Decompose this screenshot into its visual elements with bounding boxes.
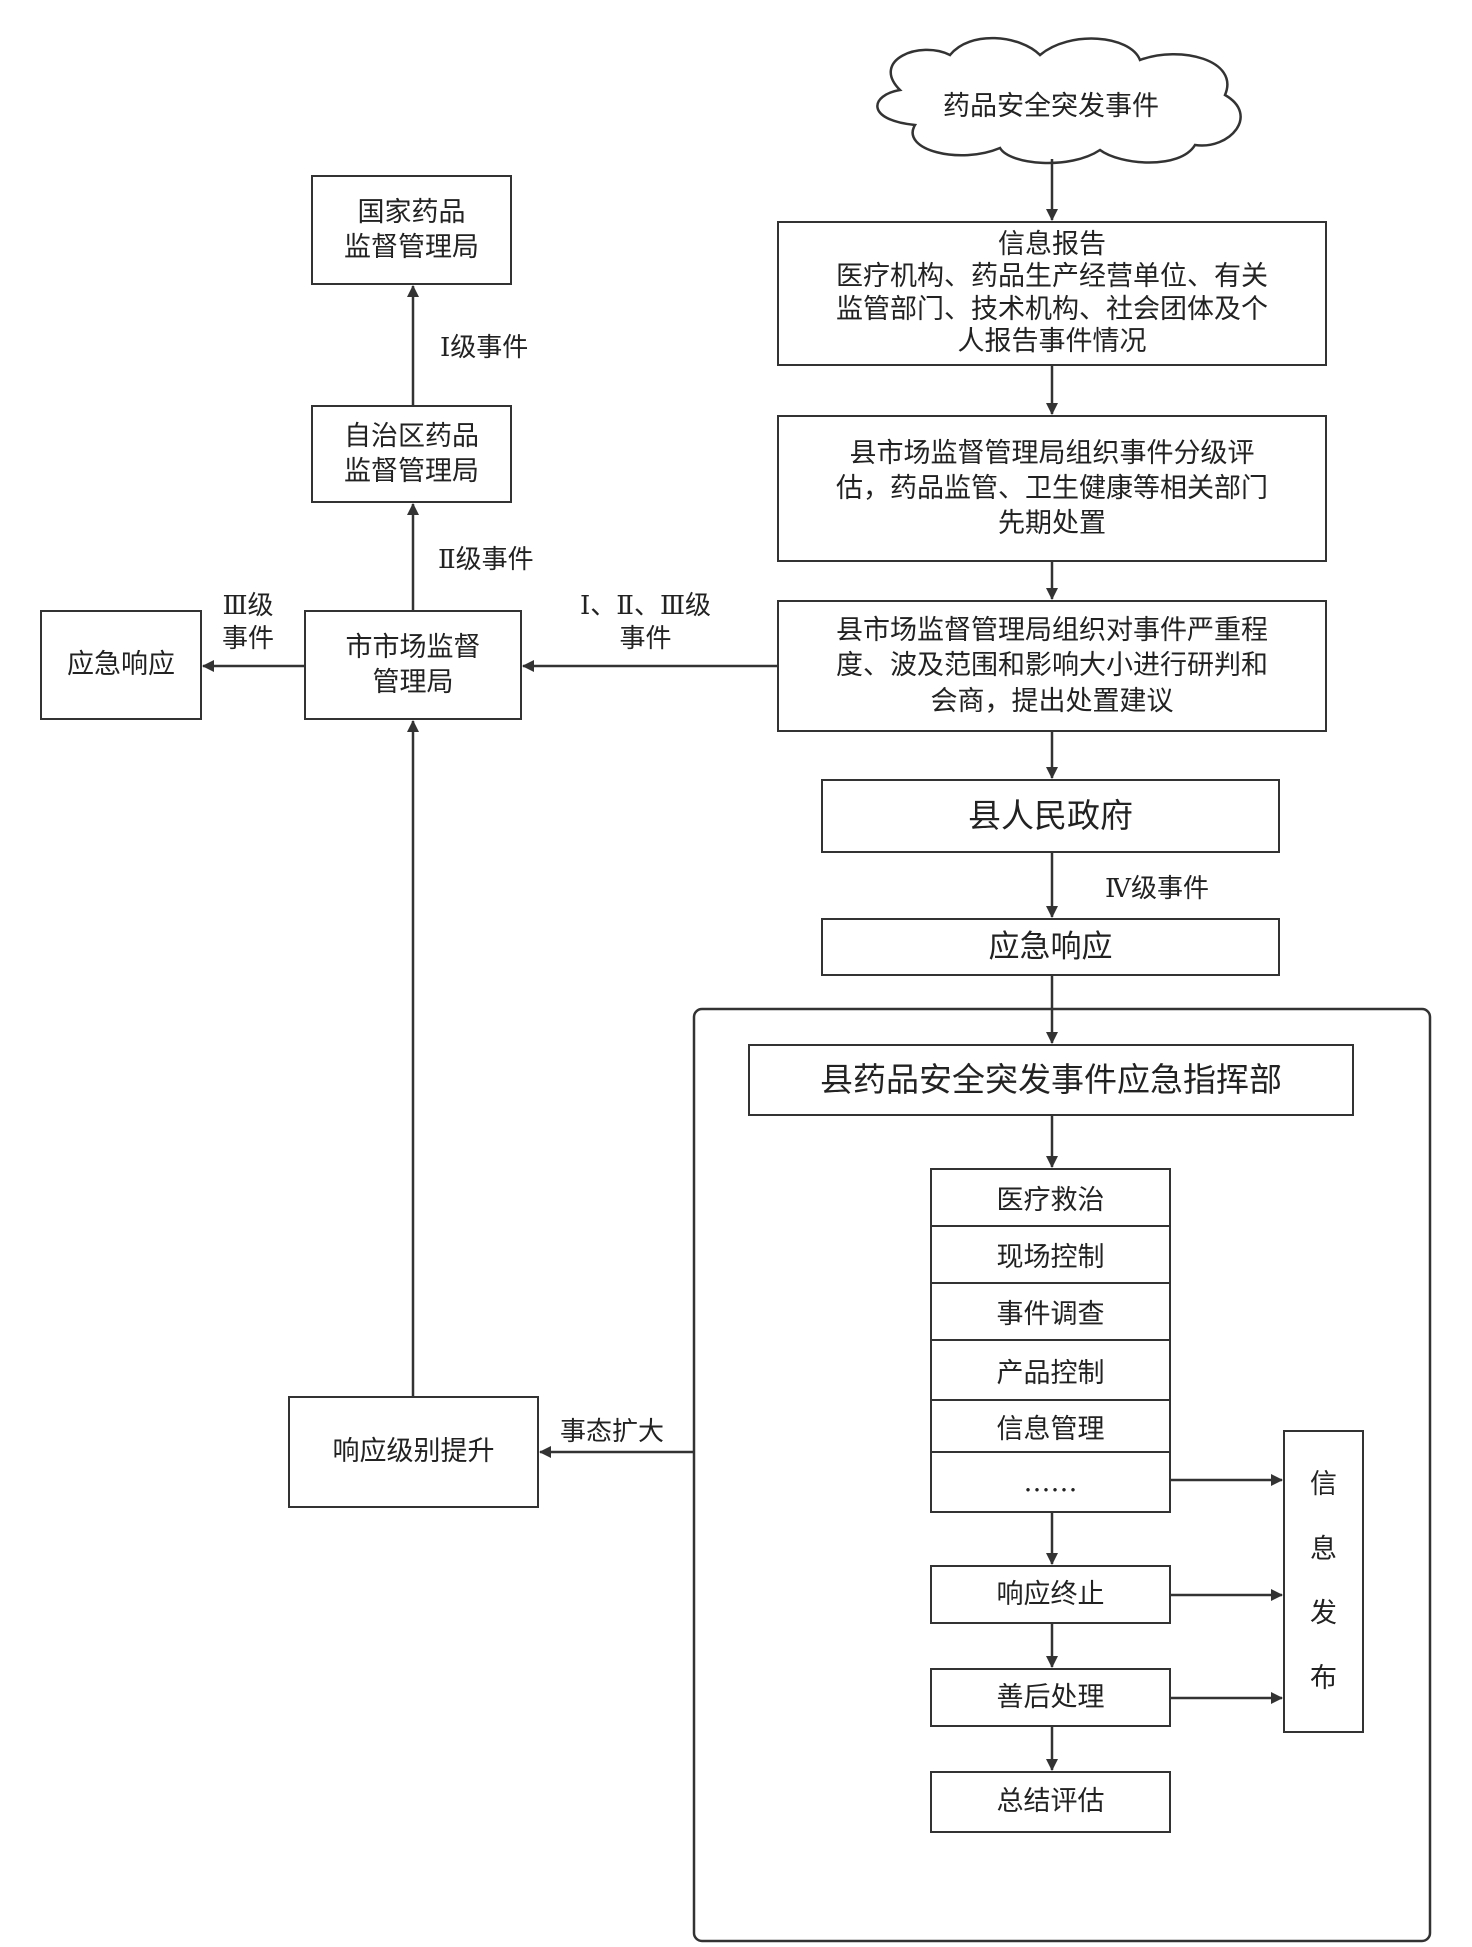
command-title-box: 县药品安全突发事件应急指挥部 [748, 1044, 1354, 1116]
national-admin-box: 国家药品 监督管理局 [311, 175, 512, 285]
task-item: 现场控制 [930, 1225, 1171, 1284]
task-item: 产品控制 [930, 1339, 1171, 1401]
command-container [692, 1007, 1432, 1943]
info-report-box: 信息报告 医疗机构、药品生产经营单位、有关 监管部门、技术机构、社会团体及个 人… [777, 221, 1327, 366]
summary-box: 总结评估 [930, 1771, 1171, 1833]
start-event-cloud: 药品安全突发事件 [943, 90, 1159, 122]
info-release-box: 信 息 发 布 [1283, 1430, 1364, 1733]
grading-box: 县市场监督管理局组织事件分级评 估，药品监管、卫生健康等相关部门 先期处置 [777, 415, 1327, 562]
info-release-char: 息 [1310, 1533, 1337, 1565]
county-emergency-response-box: 应急响应 [821, 918, 1280, 976]
task-item: 信息管理 [930, 1399, 1171, 1453]
info-release-char: 布 [1310, 1663, 1337, 1695]
county-government-box: 县人民政府 [821, 779, 1280, 853]
levels123-label: Ⅰ、Ⅱ、Ⅲ级 事件 [580, 591, 712, 654]
level3-label: Ⅲ级 事件 [222, 591, 275, 654]
level1-label: Ⅰ级事件 [440, 333, 529, 363]
assessment-box: 县市场监督管理局组织对事件严重程 度、波及范围和影响大小进行研判和 会商，提出处… [777, 600, 1327, 732]
city-admin-box: 市市场监督 管理局 [304, 610, 522, 720]
task-item: 事件调查 [930, 1282, 1171, 1341]
city-emergency-response-box: 应急响应 [40, 610, 202, 720]
level4-label: Ⅳ级事件 [1105, 874, 1209, 904]
info-release-char: 信 [1310, 1468, 1337, 1500]
task-item: 医疗救治 [930, 1168, 1171, 1227]
task-item: …… [930, 1451, 1171, 1513]
cloud-shape [876, 36, 1242, 165]
info-release-char: 发 [1310, 1598, 1337, 1630]
regional-admin-box: 自治区药品 监督管理局 [311, 405, 512, 503]
aftermath-box: 善后处理 [930, 1668, 1171, 1727]
escalation-label: 事态扩大 [560, 1417, 665, 1447]
escalation-box: 响应级别提升 [288, 1396, 539, 1508]
termination-box: 响应终止 [930, 1565, 1171, 1624]
level2-label: Ⅱ级事件 [438, 545, 534, 575]
